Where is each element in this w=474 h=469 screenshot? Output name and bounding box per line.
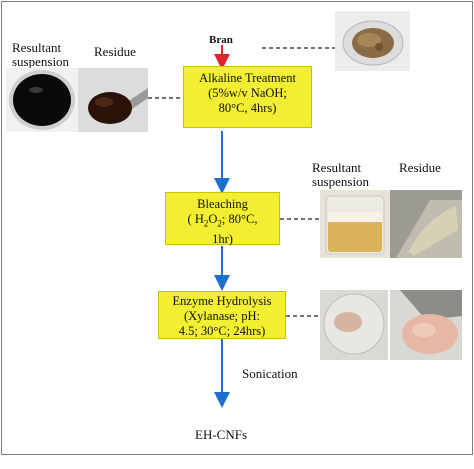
alkaline-residue-photo: [78, 68, 148, 132]
step2-subscript: 2: [203, 218, 209, 229]
enzyme-suspension-photo: [320, 290, 388, 360]
alkaline-treatment-box: Alkaline Treatment (5%w/v NaOH; 80°C, 4h…: [183, 66, 312, 128]
enzyme-residue-photo: [390, 290, 462, 360]
bleaching-suspension-photo: [320, 190, 390, 258]
enzyme-hydrolysis-box: Enzyme Hydrolysis (Xylanase; pH: 4.5; 30…: [158, 291, 286, 339]
left-suspension-label-line2: suspension: [12, 54, 70, 69]
step1-line1: Alkaline Treatment: [199, 71, 296, 85]
bran-label: Bran: [209, 34, 233, 46]
left-suspension-label-line1: Resultant: [12, 40, 62, 55]
right-suspension-label-line2: suspension: [312, 174, 370, 189]
bran-photo: [335, 11, 410, 71]
step2-line2: ( H2O2; 80°C,: [166, 212, 279, 232]
right-suspension-label-line1: Resultant: [312, 160, 362, 175]
step2-subscript-2: 2: [217, 218, 222, 229]
left-residue-label: Residue: [94, 44, 136, 59]
final-product-label: EH-CNFs: [195, 427, 248, 442]
step3-line2: (Xylanase; pH:: [183, 309, 261, 323]
figure-frame: [1, 1, 473, 455]
step1-line2: (5%w/v NaOH;: [208, 86, 287, 100]
step2-line2-pre: ( H: [187, 212, 204, 226]
step2-line2-post: ; 80°C,: [221, 212, 258, 226]
step3-line1: Enzyme Hydrolysis: [172, 294, 272, 308]
bleaching-residue-photo: [390, 190, 462, 258]
sonication-label: Sonication: [242, 366, 298, 381]
step2-line1: Bleaching: [197, 197, 248, 211]
bleaching-box: Bleaching ( H2O2; 80°C, 1hr): [165, 192, 280, 246]
right-residue-label: Residue: [399, 160, 441, 175]
step2-line2-mid: O: [208, 212, 218, 226]
step2-line3: 1hr): [212, 231, 233, 246]
alkaline-suspension-photo: [6, 68, 78, 132]
step3-line3: 4.5; 30°C; 24hrs): [178, 324, 266, 338]
step1-line3: 80°C, 4hrs): [218, 101, 277, 115]
